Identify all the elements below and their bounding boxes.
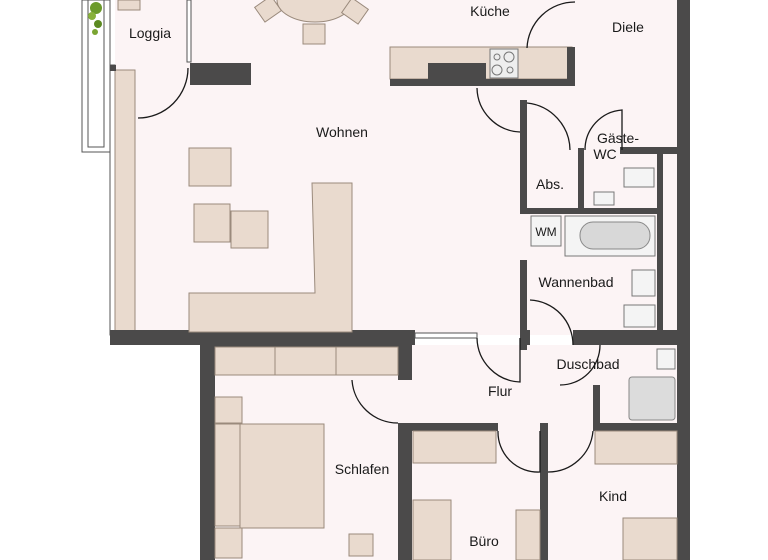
buero-shelf [412, 430, 497, 464]
door-kueche[interactable] [526, 1, 576, 49]
corner-sofa [188, 182, 353, 333]
room-label-schlafen: Schlafen [335, 461, 389, 477]
side-table [193, 203, 231, 243]
room-label-kueche: Küche [470, 3, 510, 19]
label-wm: WM [535, 225, 556, 239]
planter-inner [87, 0, 105, 148]
wall-abs-right [578, 148, 584, 210]
kind-bed [622, 517, 678, 560]
window-west [109, 64, 116, 336]
wall-schlafen-buero [398, 423, 412, 560]
wall-loggia [190, 63, 251, 85]
bathtub [564, 215, 656, 257]
wall-kind-top [593, 423, 690, 431]
room-label-diele: Diele [612, 19, 644, 35]
door-wohnen[interactable] [476, 87, 521, 133]
nightstand [214, 527, 243, 559]
shower-tray [628, 376, 676, 421]
door-abs[interactable] [526, 102, 571, 151]
washing-machine [530, 215, 562, 247]
door-duschbad[interactable] [559, 344, 601, 386]
stool [348, 533, 374, 557]
window-flur [414, 332, 478, 339]
door-kind[interactable] [547, 430, 594, 473]
nightstand [214, 396, 243, 424]
room-label-flur: Flur [488, 383, 512, 399]
wall-duschbad-top [573, 330, 690, 345]
door-flur[interactable] [476, 337, 521, 383]
door-schlafen[interactable] [351, 379, 399, 424]
room-label-gaeste-wc: Gäste- [597, 130, 639, 146]
room-label-loggia: Loggia [129, 25, 171, 41]
kitchen-sink [428, 63, 486, 81]
double-bed [239, 423, 325, 529]
wc-sink [593, 191, 615, 206]
room-label-wannenbad: Wannenbad [539, 274, 614, 290]
armchair [188, 147, 232, 187]
stove-icon [489, 48, 519, 79]
kitchen-wall [390, 79, 575, 86]
wall-buero-top [398, 423, 498, 431]
bath-sink [631, 269, 656, 297]
bed-headboard [214, 423, 241, 527]
door-loggia[interactable] [137, 67, 189, 119]
plant-icon [88, 2, 102, 35]
buero-desk [515, 509, 541, 560]
dining-table [253, 0, 370, 45]
bath-toilet [623, 304, 656, 328]
wall-shaft [657, 150, 663, 335]
room-label-wohnen: Wohnen [316, 124, 368, 140]
wall [110, 65, 116, 71]
wall-east [677, 0, 690, 560]
wall-duschbad-left [593, 385, 600, 430]
wardrobe [214, 346, 399, 376]
side-table [230, 210, 269, 249]
door-buero[interactable] [497, 430, 541, 473]
wall-buero-kind [540, 423, 548, 560]
loggia-chair [117, 0, 141, 11]
wall-bad-top [520, 208, 660, 214]
room-label-abs: Abs. [536, 176, 564, 192]
wall-schlafen-left [200, 333, 215, 560]
wall-bad-left [520, 260, 527, 350]
shower-sink [656, 348, 676, 370]
wall-wc-top [620, 147, 677, 154]
buero-sofa [412, 499, 452, 560]
room-label-duschbad: Duschbad [556, 356, 619, 372]
wc-toilet [623, 167, 655, 188]
door-wannenbad[interactable] [529, 299, 574, 346]
room-label-kind: Kind [599, 488, 627, 504]
wall-schlafen-top [200, 333, 412, 347]
room-label-gaeste-wc-2: WC [593, 146, 616, 162]
sideboard [114, 69, 136, 333]
kind-shelf [594, 430, 678, 465]
room-label-buero: Büro [469, 533, 499, 549]
loggia-window [186, 0, 192, 63]
wall [520, 330, 530, 345]
wall-schlafen-right-top [398, 333, 412, 380]
wall-abs-left [520, 100, 527, 212]
kitchen-wall-end [567, 47, 575, 82]
door-gaeste-wc[interactable] [584, 109, 623, 151]
